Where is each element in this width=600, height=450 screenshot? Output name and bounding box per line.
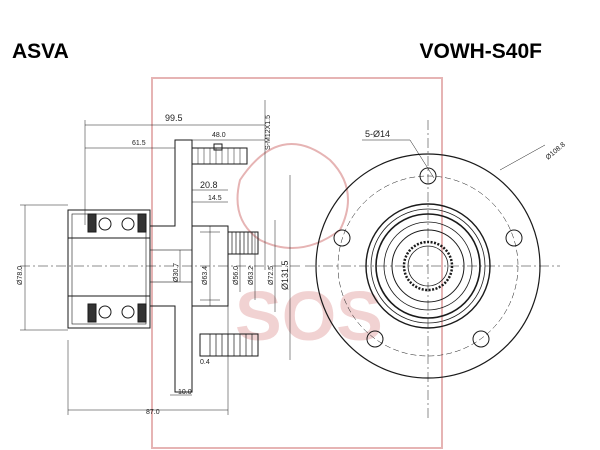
bearing-ball (98, 305, 112, 319)
dim-d5: Ø72.5 (268, 266, 275, 285)
dim-d1: Ø30.7 (173, 263, 180, 282)
dim-small-gap: 0.4 (200, 359, 210, 366)
seal (137, 213, 147, 233)
dim-flange-diameter: Ø131.5 (280, 260, 290, 290)
dim-d2: Ø63.4 (202, 266, 209, 285)
dim-flange-thickness: 20.8 (200, 180, 218, 190)
wheel-stud-bottom (199, 333, 259, 357)
pitch-circle (337, 175, 519, 357)
dim-bottom-offset: 10.0 (178, 389, 192, 396)
stud-thread (231, 232, 253, 254)
stud-hole (472, 330, 490, 348)
watermark-frame (151, 77, 443, 449)
bearing-ball (121, 305, 135, 319)
stud-thread (209, 334, 253, 356)
stud-hole (366, 330, 384, 348)
seal (87, 213, 97, 233)
watermark-text: SOS (235, 277, 383, 355)
hub-ring-outer (365, 203, 491, 329)
hub-bore (149, 249, 193, 283)
leader-line (499, 144, 546, 171)
leader-line (409, 139, 435, 179)
bearing-ball (121, 217, 135, 231)
bearing-ball (98, 217, 112, 231)
bearing-housing-inner (71, 213, 147, 325)
dim-d4: Ø63.2 (248, 266, 255, 285)
stud-head (213, 143, 223, 151)
stud-holes (333, 167, 523, 348)
hub-ring (391, 229, 465, 303)
dimension-lines (20, 100, 291, 415)
stud-thread (197, 148, 241, 164)
stud-hole (333, 229, 351, 247)
brand-name: ASVA (12, 40, 69, 63)
label-pcd: Ø108.8 (545, 141, 567, 161)
dim-hub-length: 61.5 (132, 140, 146, 147)
hub-ring (383, 221, 473, 311)
dim-stud-thread: S-M12X1.5 (265, 115, 272, 150)
seal (137, 303, 147, 323)
flange-outline (315, 153, 541, 379)
watermark-emblem (236, 143, 349, 249)
dim-d3: Ø56.0 (233, 266, 240, 285)
watermark: SOS (151, 77, 443, 449)
stud-hole (505, 229, 523, 247)
front-view (305, 120, 560, 420)
spline-inner (407, 245, 449, 287)
hub-ring (370, 208, 486, 324)
wheel-stud-middle (227, 231, 259, 255)
label-stud-count: 5-Ø14 (365, 129, 390, 139)
hub-ring (375, 213, 481, 319)
part-number: VOWH-S40F (419, 40, 542, 63)
spline-bore (402, 240, 454, 292)
side-view (20, 100, 300, 415)
wheel-stud-top (191, 147, 248, 165)
dim-bearing-od: Ø78.0 (17, 266, 24, 285)
stud-hole (419, 167, 437, 185)
dim-pilot-depth: 14.5 (208, 195, 222, 202)
seal (87, 303, 97, 323)
dim-total-length: 87.0 (146, 409, 160, 416)
dim-flange-offset: 48.0 (212, 132, 226, 139)
dim-overall-width: 99.5 (165, 113, 183, 123)
